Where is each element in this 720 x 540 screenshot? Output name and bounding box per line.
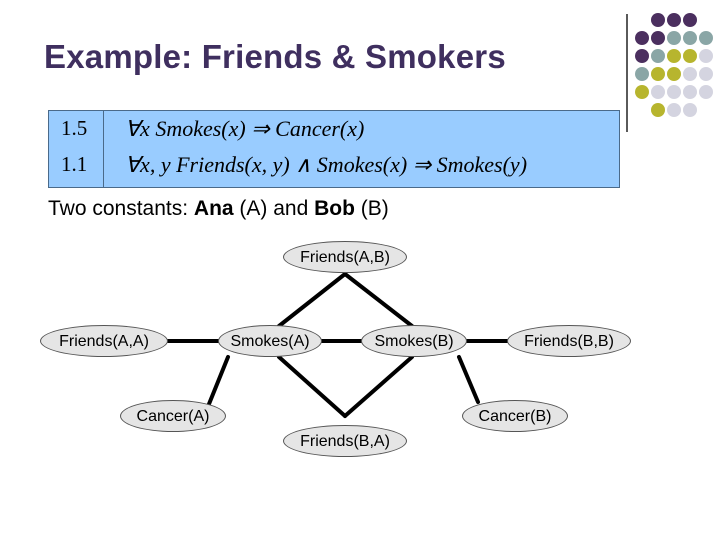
node-cancer-b: Cancer(B) (462, 400, 568, 432)
decorative-dot (699, 49, 713, 63)
decorative-dot (667, 67, 681, 81)
decorative-dot (651, 67, 665, 81)
decorative-dot (683, 67, 697, 81)
constant-bob: Bob (314, 197, 355, 220)
constant-a-abbr: (A) and (233, 197, 315, 220)
decorative-dot (683, 103, 697, 117)
edge-smokesa-cancera (207, 355, 230, 406)
decorative-dot (651, 103, 665, 117)
decorative-dot (635, 31, 649, 45)
node-cancer-a: Cancer(A) (120, 400, 226, 432)
constants-text: Two constants: Ana (A) and Bob (B) (48, 197, 389, 221)
constant-ana: Ana (193, 197, 234, 220)
node-friends-b-a: Friends(B,A) (283, 425, 407, 457)
decorative-dot-grid (635, 13, 713, 117)
decorative-dot (667, 85, 681, 99)
constants-prefix: Two constants: (48, 197, 194, 220)
decorative-dot (683, 13, 697, 27)
formula-weight-2: 1.1 (61, 152, 88, 176)
decorative-vertical-line (626, 14, 628, 132)
formula-2: ∀x, y Friends(x, y) ∧ Smokes(x) ⇒ Smokes… (125, 152, 528, 177)
decorative-dot (635, 85, 649, 99)
decorative-dot (699, 85, 713, 99)
decorative-dot (651, 31, 665, 45)
decorative-dot (683, 49, 697, 63)
decorative-dot (683, 31, 697, 45)
decorative-dot (635, 67, 649, 81)
node-friends-a-b: Friends(A,B) (283, 241, 407, 273)
formula-weight-1: 1.5 (61, 116, 88, 140)
constant-b-abbr: (B) (354, 197, 389, 220)
slide-title: Example: Friends & Smokers (44, 38, 506, 75)
edge-smokesa-friendsba (277, 355, 347, 418)
formula-table-divider (103, 111, 104, 187)
edge-friendsab-smokesb (343, 272, 414, 328)
decorative-dot (667, 49, 681, 63)
decorative-dot (699, 31, 713, 45)
decorative-dot (635, 49, 649, 63)
node-smokes-a: Smokes(A) (218, 325, 322, 357)
edge-friendsab-smokesa (277, 272, 347, 328)
decorative-dot (683, 85, 697, 99)
decorative-dot (651, 49, 665, 63)
edge-smokesb-friendsba (343, 355, 414, 418)
node-friends-a-a: Friends(A,A) (40, 325, 168, 357)
decorative-dot (667, 31, 681, 45)
node-smokes-b: Smokes(B) (361, 325, 467, 357)
decorative-dot (667, 13, 681, 27)
formula-table: 1.5 ∀x Smokes(x) ⇒ Cancer(x) 1.1 ∀x, y F… (48, 110, 620, 188)
decorative-dot (651, 85, 665, 99)
decorative-dot (651, 13, 665, 27)
formula-1: ∀x Smokes(x) ⇒ Cancer(x) (125, 116, 365, 141)
decorative-dot (699, 67, 713, 81)
edge-smokesb-cancerb (457, 355, 480, 404)
decorative-dot (667, 103, 681, 117)
node-friends-b-b: Friends(B,B) (507, 325, 631, 357)
